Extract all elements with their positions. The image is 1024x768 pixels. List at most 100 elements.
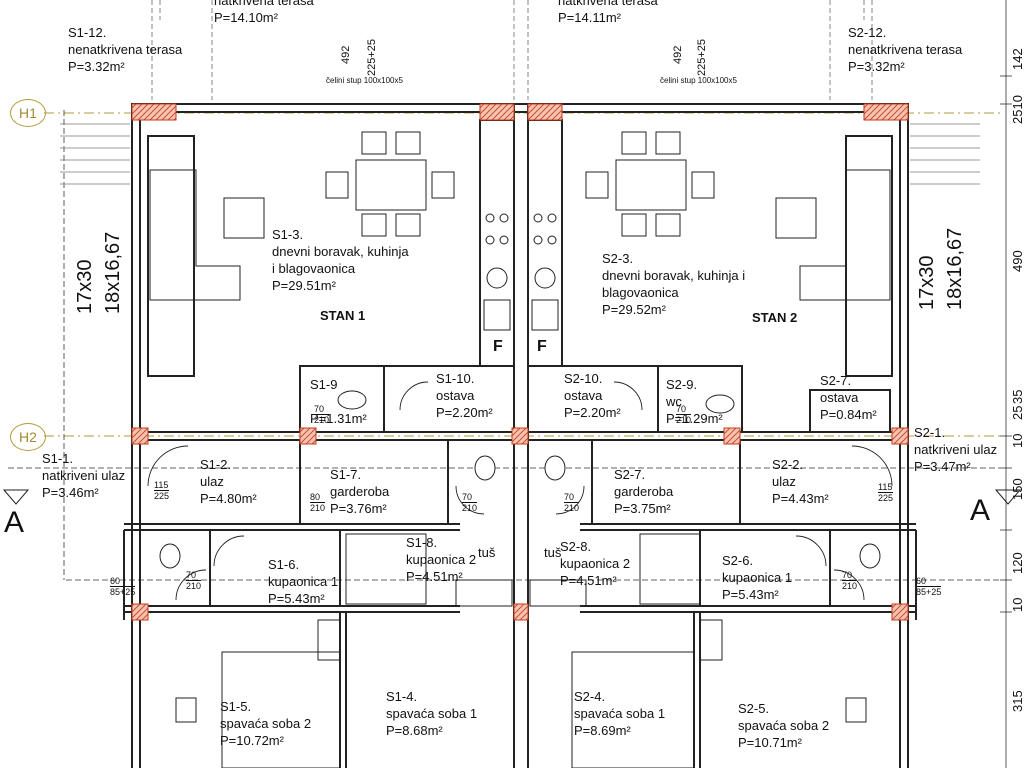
room-name: spavaća soba 1 — [574, 706, 666, 721]
room-area: P=2.20m² — [436, 405, 493, 420]
room-name: ulaz — [200, 474, 224, 489]
dim-top-right-b: 225+25 — [696, 38, 708, 76]
room-code: S2-5. — [738, 701, 770, 716]
room-s1-12: S1-12. nenatkrivena terasa P=3.32m² — [68, 24, 182, 75]
room-code: S1-12. — [68, 25, 107, 40]
room-name: ostava — [564, 388, 603, 403]
room-s2-1: S2-1. natkriveni ulaz P=3.47m² — [914, 424, 997, 475]
room-name: garderoba — [614, 484, 674, 499]
room-area: P=4.80m² — [200, 491, 257, 506]
room-s1-7: S1-7. garderoba P=3.76m² — [330, 466, 389, 517]
room-name: nenatkrivena terasa — [848, 42, 963, 57]
section-arrows — [2, 489, 1022, 505]
dim-right-10: 315 — [1010, 690, 1024, 712]
furniture — [149, 131, 891, 768]
dim-right-1: 142 — [1010, 48, 1024, 70]
room-name: kupaonica 1 — [268, 574, 339, 589]
room-s2-2: S2-2. ulaz P=4.43m² — [772, 456, 829, 507]
guide-lines — [151, 0, 873, 100]
room-name: kupaonica 2 — [560, 556, 631, 571]
room-s1-8: S1-8. kupaonica 2 P=4.51m² — [406, 534, 476, 585]
dim-right-6: 10 — [1010, 433, 1024, 448]
room-code: S2-3. — [602, 251, 634, 266]
room-area: P=2.20m² — [564, 405, 621, 420]
room-area: P=4.43m² — [772, 491, 829, 506]
room-name: garderoba — [330, 484, 390, 499]
room-s1-4: S1-4. spavaća soba 1 P=8.68m² — [386, 688, 477, 739]
room-area: P=3.32m² — [848, 59, 905, 74]
room-name: natkrivena terasa — [214, 0, 314, 8]
room-name: ostava — [436, 388, 475, 403]
room-s2-10: S2-10. ostava P=2.20m² — [564, 370, 621, 421]
room-area: P=14.11m² — [558, 10, 621, 25]
dim-top-left-b: 225+25 — [366, 38, 378, 76]
room-code: S2-7. — [820, 373, 852, 388]
terrace-hatching — [60, 123, 980, 185]
room-name: ulaz — [772, 474, 796, 489]
room-code: S1-7. — [330, 467, 362, 482]
room-area: P=5.43m² — [268, 591, 325, 606]
room-s2-8: S2-8. kupaonica 2 P=4.51m² — [560, 538, 630, 589]
apartment-label-stan-2: STAN 2 — [752, 310, 798, 325]
dim-right-3: 490 — [1010, 250, 1024, 272]
room-area: P=4.51m² — [560, 573, 617, 588]
room-area: P=8.69m² — [574, 723, 631, 738]
door-swings — [147, 381, 893, 601]
dim-right-5: 35 — [1010, 389, 1024, 404]
room-code: S1-4. — [386, 689, 418, 704]
room-s1-terrace-top: natkrivena terasa P=14.10m² — [214, 0, 314, 26]
room-code: S2-7. — [614, 467, 646, 482]
room-name-2: i blagovaonica — [272, 261, 356, 276]
room-name: kupaonica 1 — [722, 570, 793, 585]
room-s2-4: S2-4. spavaća soba 1 P=8.69m² — [574, 688, 665, 739]
room-area: P=3.76m² — [330, 501, 387, 516]
room-s1-5: S1-5. spavaća soba 2 P=10.72m² — [220, 698, 311, 749]
room-code: S1-9 — [310, 377, 338, 392]
dim-right-4: 25 — [1010, 405, 1024, 420]
room-code: S2-10. — [564, 371, 603, 386]
room-area: P=14.10m² — [214, 10, 278, 25]
room-area: P=3.75m² — [614, 501, 671, 516]
room-name: natkriveni ulaz — [42, 468, 126, 483]
room-code: S2-2. — [772, 457, 804, 472]
room-name: spavaća soba 2 — [738, 718, 830, 733]
room-name: natkriveni ulaz — [914, 442, 998, 457]
dim-top-left-a: 492 — [340, 45, 352, 64]
room-area: P=5.43m² — [722, 587, 779, 602]
room-area: P=8.68m² — [386, 723, 443, 738]
room-code: S1-3. — [272, 227, 304, 242]
shower-label-right: tuš — [544, 545, 562, 560]
axis-h1-bubble: H1 — [10, 99, 46, 127]
apartment-label-stan-1: STAN 1 — [320, 308, 366, 323]
stair-note-left-b: 18x16,67 — [102, 231, 124, 314]
room-area: P=0.84m² — [820, 407, 877, 422]
room-code: S1-8. — [406, 535, 438, 550]
room-s1-3: S1-3. dnevni boravak, kuhinja i blagovao… — [272, 226, 409, 294]
room-code: S2-9. — [666, 377, 698, 392]
room-code: S1-10. — [436, 371, 475, 386]
room-area: P=3.47m² — [914, 459, 971, 474]
room-s1-10: S1-10. ostava P=2.20m² — [436, 370, 493, 421]
room-name: natkrivena terasa — [558, 0, 658, 8]
room-code: S1-1. — [42, 451, 74, 466]
room-name: ostava — [820, 390, 859, 405]
dim-right-2: 2510 — [1010, 95, 1024, 124]
room-area: P=4.51m² — [406, 569, 463, 584]
room-name: spavaća soba 1 — [386, 706, 478, 721]
chimney-label-left: F — [493, 338, 503, 355]
section-mark-left: A — [4, 506, 25, 539]
room-area: P=10.72m² — [220, 733, 284, 748]
axis-h2-bubble: H2 — [10, 423, 46, 451]
chimney-label-right: F — [537, 338, 547, 355]
stair-note-right-b: 18x16,67 — [944, 227, 966, 310]
room-s1-6: S1-6. kupaonica 1 P=5.43m² — [268, 556, 338, 607]
columns — [131, 103, 909, 621]
room-area: P=1.29m² — [666, 411, 723, 426]
dim-right-8: 120 — [1010, 552, 1024, 574]
room-area: P=3.32m² — [68, 59, 125, 74]
